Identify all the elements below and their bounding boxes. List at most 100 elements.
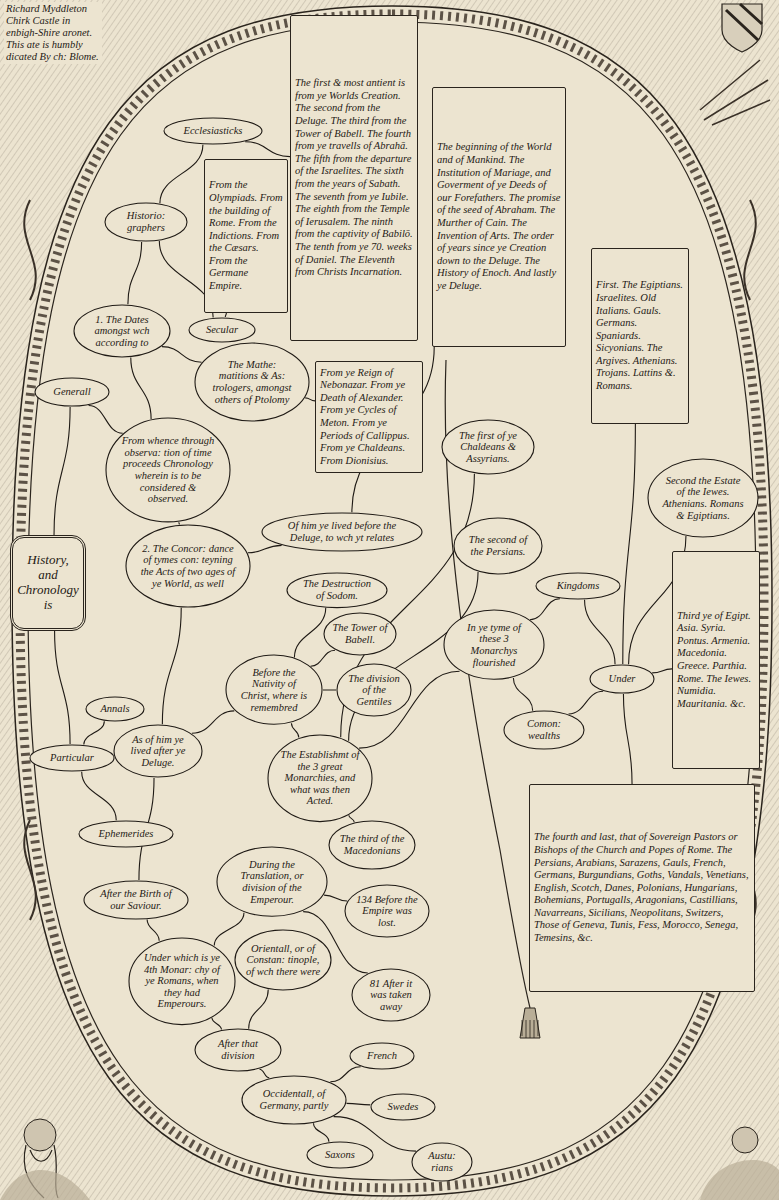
oval-bubble: In ye tyme of these 3 Monarchys flourish… — [443, 609, 545, 680]
brace-connector — [89, 405, 123, 433]
text-holder: The second of the Persians. — [464, 534, 532, 557]
oval-bubble: Saxons — [306, 1141, 374, 1169]
brace-connector — [162, 608, 181, 724]
brace-connector — [54, 407, 70, 535]
oval-shape — [307, 1142, 373, 1168]
tassel-fringe — [522, 1020, 538, 1038]
oval-shape — [235, 930, 331, 990]
brace-connector — [323, 689, 336, 690]
text-holder: 1. The Dates amongst wch according to — [85, 314, 159, 349]
node-text: From whence through observa: tion of tim… — [120, 435, 216, 504]
node-text: Generall — [43, 386, 101, 398]
brace-connector — [131, 358, 151, 419]
oval-bubble: Particular — [29, 744, 115, 772]
list-panel: The fourth and last, that of Sovereign P… — [529, 784, 755, 992]
oval-shape — [35, 378, 109, 406]
brace-connector — [84, 721, 105, 744]
oval-shape — [287, 573, 387, 608]
node-text: 134 Before the Empire was lost. — [354, 894, 419, 929]
node-text: Occidentall, of Germany, partly — [254, 1088, 335, 1111]
brace-connector — [623, 694, 632, 784]
oval-shape — [324, 613, 396, 655]
oval-bubble: 2. The Concor: dance of tymes con: teyni… — [125, 524, 251, 608]
text-holder: Occidentall, of Germany, partly — [254, 1088, 335, 1111]
list-panel: From the Olympiads. From the building of… — [204, 159, 288, 313]
text-holder: The division of the Gentiles — [345, 673, 403, 708]
oval-bubble: From whence through observa: tion of tim… — [105, 417, 231, 523]
oval-shape — [337, 664, 411, 716]
node-text: The Destruction of Sodom. — [298, 578, 376, 601]
text-holder: The third of the Macedonians — [339, 833, 406, 856]
brace-connector — [128, 242, 142, 304]
brace-connector — [291, 723, 298, 737]
oval-bubble: Of him ye lived before the Deluge, to wc… — [261, 512, 423, 552]
oval-bubble: Under — [589, 664, 655, 694]
node-text: Ecclesiasticks — [175, 125, 251, 137]
text-holder: Annals — [92, 703, 138, 715]
list-panel: From ye Reign of Nebonazar. From ye Deat… — [315, 361, 423, 474]
oval-shape — [504, 711, 584, 749]
oval-bubble: Occidentall, of Germany, partly — [241, 1075, 347, 1125]
node-text: History, and Chronology is — [16, 553, 80, 613]
brace-connector — [569, 691, 604, 714]
oval-bubble: The first of ye Chaldeans & Assyrians. — [441, 419, 535, 475]
oval-bubble: Before the Nativity of Christ, where is … — [225, 654, 323, 725]
text-holder: From whence through observa: tion of tim… — [120, 435, 216, 504]
oval-bubble: As of him ye lived after ye Deluge. — [113, 724, 203, 778]
oval-shape — [536, 573, 620, 599]
frame-outer-line — [12, 6, 772, 1196]
oval-shape — [129, 938, 235, 1025]
node-text: Annals — [92, 703, 138, 715]
brace-connector — [214, 913, 244, 946]
oval-bubble: The division of the Gentiles — [336, 663, 412, 717]
oval-shape — [454, 518, 542, 574]
text-holder: The first & most antient is from ye Worl… — [295, 77, 413, 279]
oval-shape — [106, 418, 230, 522]
oval-bubble: Ephemerides — [78, 820, 174, 848]
text-holder: As of him ye lived after ye Deluge. — [124, 734, 192, 769]
brace-connector — [248, 545, 282, 552]
brace-connector — [305, 398, 315, 401]
node-text: Historio: graphers — [114, 210, 178, 233]
node-text: French — [357, 1050, 407, 1062]
node-text: Before the Nativity of Christ, where is … — [237, 667, 311, 713]
text-holder: 81 After it was taken away — [361, 978, 422, 1013]
node-text: The Mathe: matitions & As: trologers, am… — [208, 359, 296, 405]
oval-bubble: Historio: graphers — [104, 202, 188, 242]
node-text: Swedes — [378, 1101, 428, 1113]
oval-bubble: The third of the Macedonians — [328, 820, 416, 870]
text-holder: Saxons — [314, 1149, 366, 1161]
oval-bubble: 134 Before the Empire was lost. — [344, 884, 430, 938]
brace-connector — [652, 669, 672, 673]
text-holder: The first of ye Chaldeans & Assyrians. — [452, 430, 523, 465]
oval-bubble: The Destruction of Sodom. — [286, 572, 388, 609]
oval-bubble: During the Translation, or division of t… — [216, 846, 328, 917]
brace-connector — [160, 145, 203, 203]
list-panel: First. The Egiptians. Israelites. Old It… — [591, 248, 689, 424]
list-panel: Third ye of Egipt. Asia. Syria. Pontus. … — [672, 551, 760, 769]
oval-shape — [105, 203, 187, 241]
oval-shape — [352, 969, 430, 1021]
oval-shape — [217, 847, 327, 916]
text-holder: Under — [597, 673, 647, 685]
oval-shape — [74, 305, 170, 357]
brace-connector — [585, 600, 616, 664]
oval-bubble: The Establishmt of the 3 great Monarchie… — [267, 734, 373, 823]
oval-shape — [79, 821, 173, 847]
tassel-head — [520, 1008, 540, 1038]
shield-outline — [722, 4, 762, 52]
oval-shape — [444, 610, 544, 679]
text-holder: Kingdoms — [545, 580, 610, 592]
oval-bubble: Orientall, or of Constan: tinople, of wc… — [234, 929, 332, 991]
oval-bubble: Kingdoms — [535, 572, 621, 600]
text-holder: Swedes — [378, 1101, 428, 1113]
brace-connector — [311, 650, 336, 666]
oval-bubble: The Tower of Babell. — [323, 612, 397, 656]
oval-shape — [648, 459, 758, 537]
node-text: The first of ye Chaldeans & Assyrians. — [452, 430, 523, 465]
text-holder: The Mathe: matitions & As: trologers, am… — [208, 359, 296, 405]
oval-shape — [114, 725, 202, 777]
text-holder: After that division — [205, 1038, 272, 1061]
